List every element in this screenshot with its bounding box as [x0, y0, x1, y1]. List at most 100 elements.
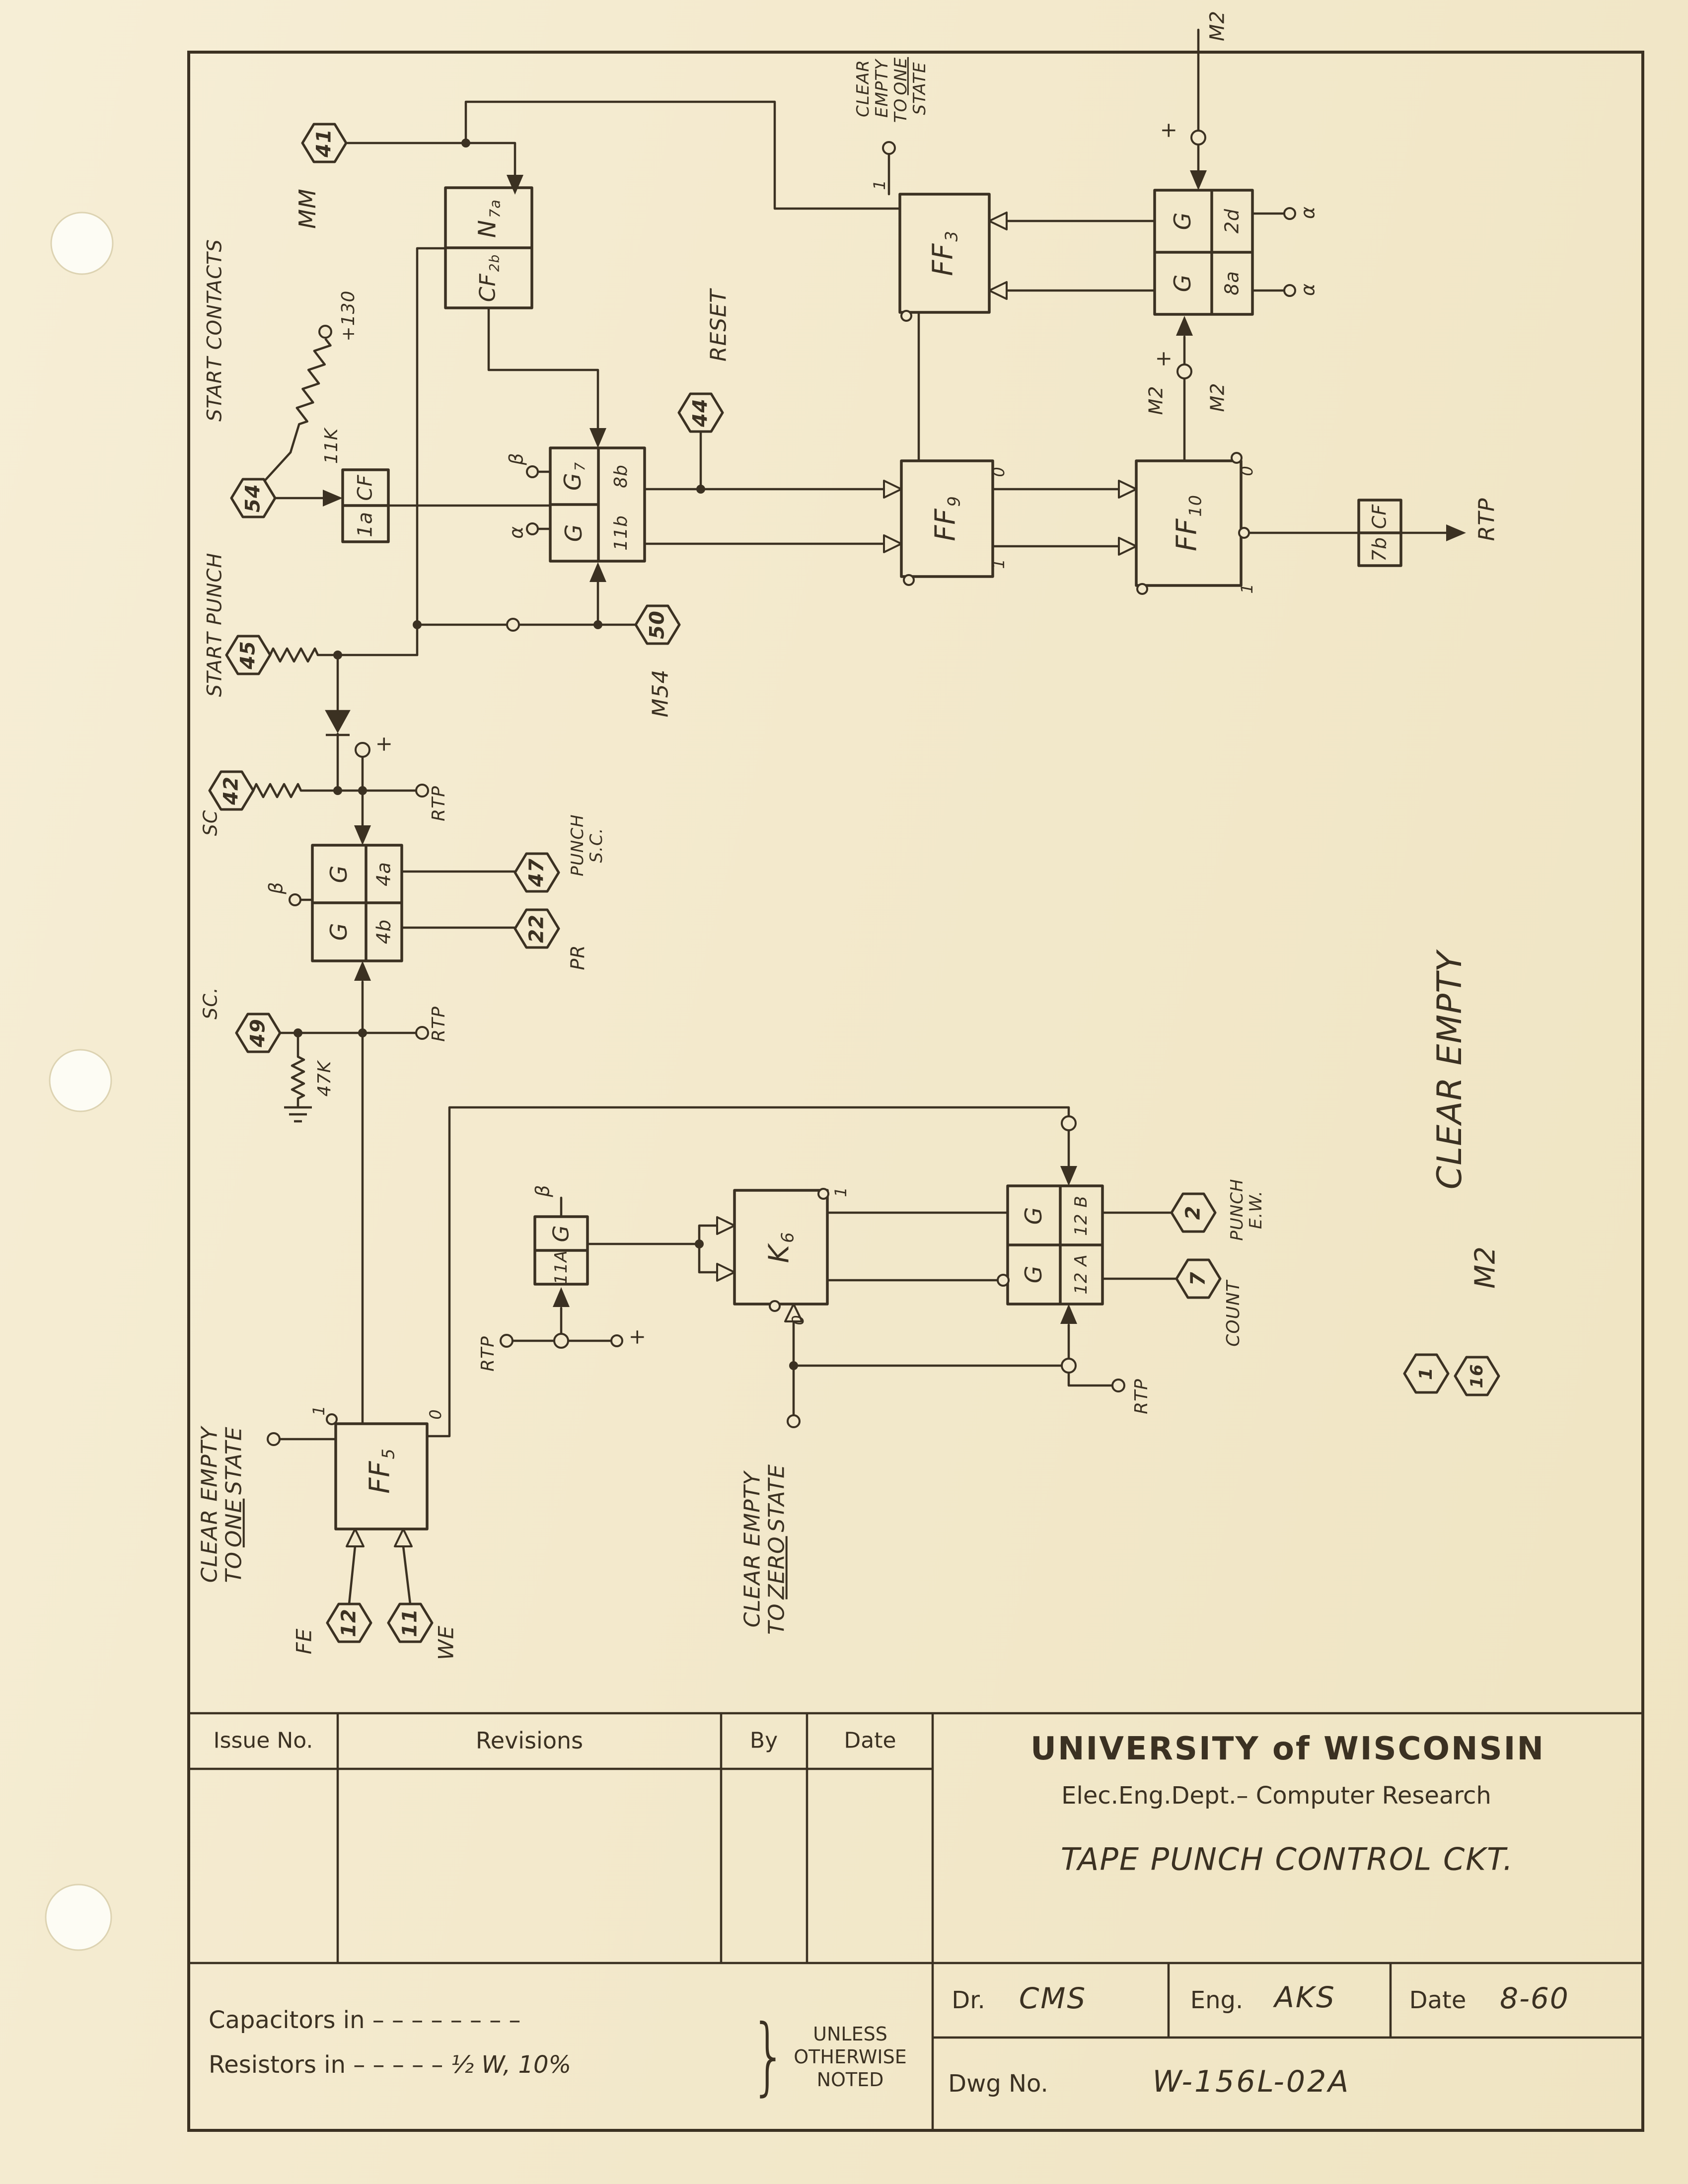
label-start-punch: START PUNCH: [203, 552, 226, 697]
box-g11a-gate-label: G: [548, 1225, 574, 1242]
titleblock-issue-no-header: Issue No.: [213, 1728, 313, 1753]
titleblock-otherwise: OTHERWISE: [794, 2046, 907, 2068]
label-clear-empty-zero: CLEAR EMPTY TOZEROSTATE: [740, 1464, 790, 1635]
titleblock-eng-label: Eng.: [1190, 1986, 1244, 2014]
label-plus-m2-top: +: [1156, 121, 1180, 140]
hexagons: [208, 123, 1500, 1643]
label-plus-130: +130: [338, 290, 359, 342]
hexagon-7: [1175, 1258, 1222, 1299]
text-line: E.W.: [1246, 1190, 1266, 1229]
titleblock-date-label: Date: [1409, 1986, 1467, 2014]
titleblock-date-header: Date: [844, 1728, 896, 1753]
text-line: STATE: [910, 62, 930, 115]
titleblock-noted: NOTED: [816, 2069, 884, 2091]
input-triangles: [346, 212, 1137, 1547]
label-alpha-g8b: α: [505, 525, 527, 539]
text-line: S.C.: [587, 827, 606, 863]
box-g4a-id-label: 4a: [372, 862, 395, 886]
hexagon-2-number: 2: [1181, 1205, 1205, 1220]
text-line: PUNCH: [1227, 1178, 1247, 1241]
box-g11b-gate-label: G: [560, 523, 587, 542]
hexagon-12: [326, 1602, 372, 1643]
label-ff3-one: 1: [870, 179, 889, 190]
text-line: TOONE: [891, 57, 911, 123]
hexagon-22-number: 22: [525, 914, 548, 943]
sheet-border: [187, 51, 1644, 2132]
label-beta-g8b: β: [505, 452, 527, 465]
label-alpha-out-2: α: [1297, 283, 1319, 296]
label-rtp-g12: RTP: [1131, 1379, 1152, 1414]
hexagon-16-number: 16: [1467, 1364, 1487, 1388]
resistors: [252, 338, 332, 1100]
box-g4b-id-label: 4b: [372, 919, 395, 945]
label-m2-top: M2: [1206, 10, 1229, 41]
hexagon-16: [1454, 1356, 1500, 1396]
label-sc: SC: [199, 809, 221, 836]
hexagon-47: [514, 852, 560, 893]
box-cf7b-top-label: CF: [1368, 504, 1391, 529]
box-ff9-label: FF9: [929, 496, 964, 541]
hexagon-11-number: 11: [398, 1608, 422, 1637]
label-punch-ew: PUNCH E.W.: [1227, 1178, 1266, 1241]
box-ff3: [898, 193, 991, 314]
boxes: [311, 186, 1402, 1530]
hexagon-47-number: 47: [525, 858, 548, 887]
titleblock-unless: UNLESS: [813, 2023, 887, 2045]
hexagon-42-number: 42: [220, 776, 243, 805]
brace-glyph: }: [750, 2007, 788, 2105]
box-cf1a-top-label: CF: [354, 474, 377, 501]
label-k6-zero: 0: [789, 1314, 808, 1325]
text-line: CLEAR: [853, 59, 873, 118]
label-ff10-one: 1: [1238, 583, 1257, 594]
box-ff10-label: FF10: [1171, 494, 1205, 552]
hexagon-44: [677, 392, 724, 433]
hexagon-50-number: 50: [646, 610, 669, 639]
hexagon-2: [1170, 1192, 1217, 1233]
hexagon-42: [208, 770, 255, 811]
label-k6-one: 1: [831, 1186, 851, 1197]
label-m54: M54: [648, 669, 673, 718]
box-cf1a-bottom-label: 1a: [354, 511, 377, 537]
box-g8b-gate-label: G7: [559, 461, 588, 491]
label-m2-bottom-right: M2: [1206, 382, 1229, 412]
hexagon-41: [301, 123, 348, 163]
terminal-circles: [267, 130, 1296, 1446]
box-ff9: [900, 459, 994, 578]
hexagon-1: [1403, 1353, 1450, 1394]
titleblock-dr-value: CMS: [1019, 1981, 1087, 2015]
label-sc-dot: SC.: [199, 987, 221, 1019]
box-cf7b-bottom-label: 7b: [1368, 536, 1391, 562]
titleblock-dwg-value: W-156L-02A: [1152, 2064, 1351, 2099]
titleblock-dwg-label: Dwg No.: [948, 2070, 1048, 2098]
box-g12b-id-label: 12 B: [1071, 1195, 1091, 1236]
titleblock-resistors-note: Resistors in – – – – – ½ W, 10%: [209, 2051, 572, 2079]
hexagon-7-number: 7: [1186, 1271, 1210, 1286]
label-plus-sc42: +: [371, 734, 396, 753]
label-reset: RESET: [706, 289, 732, 362]
label-clear-empty-one-ff5: CLEAR EMPTY TOONESTATE: [197, 1426, 247, 1583]
box-k6: [733, 1189, 829, 1306]
text-line: CLEAR EMPTY: [197, 1426, 222, 1583]
box-g4a-gate-label: G: [325, 865, 353, 883]
box-g8b-id-label: 8b: [610, 464, 631, 488]
label-ff5-one: 1: [309, 1405, 329, 1416]
hexagon-44-number: 44: [689, 398, 712, 427]
box-ff3-label: FF3: [927, 230, 961, 276]
label-clear-empty-big: CLEAR EMPTY: [1430, 950, 1469, 1190]
hexagon-45-number: 45: [236, 641, 260, 669]
text-line: TOONESTATE: [221, 1426, 247, 1583]
label-fe: FE: [292, 1628, 316, 1655]
label-47k-resistor: 47K: [314, 1060, 335, 1097]
box-cf2b-label: CF2b: [475, 254, 503, 302]
box-g11a-id-label: 11A: [551, 1250, 571, 1285]
hexagon-54-number: 54: [241, 484, 265, 512]
label-11k-resistor: 11K: [321, 428, 342, 464]
label-pr: PR: [567, 945, 589, 970]
hexagon-12-number: 12: [337, 1608, 361, 1637]
box-g2d-id-label: 2d: [1221, 208, 1243, 234]
hexagon-50: [634, 604, 681, 645]
box-ff5-label: FF5: [364, 1448, 398, 1494]
title-block-lines: [189, 1712, 1643, 2130]
label-mm: MM: [294, 188, 321, 229]
hexagon-41-number: 41: [312, 129, 336, 157]
